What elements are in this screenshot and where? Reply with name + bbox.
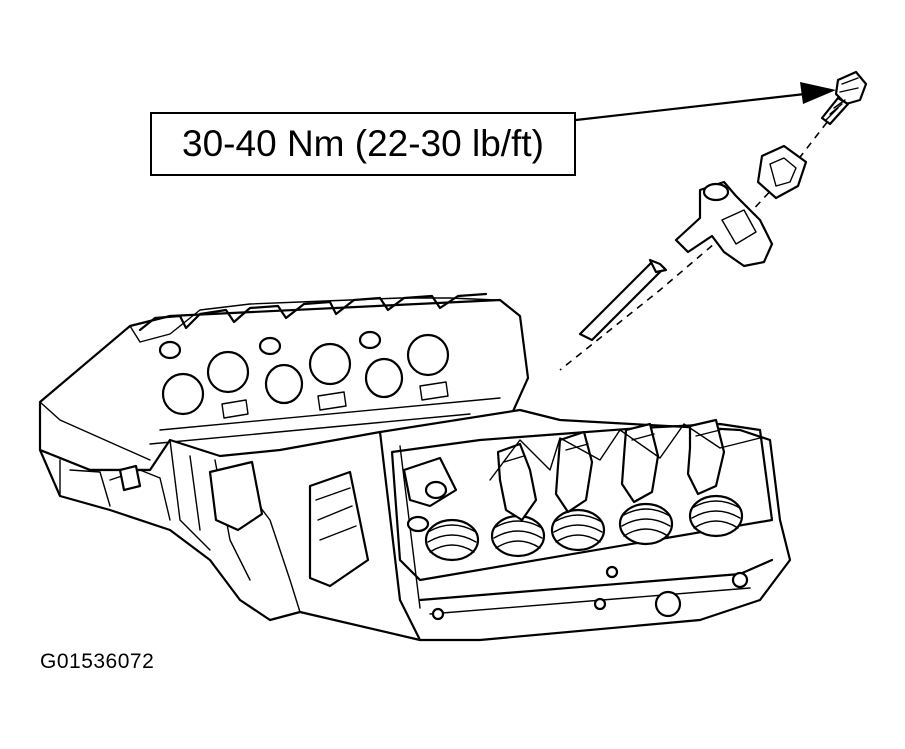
rocker-pivot — [756, 144, 808, 200]
valve-train — [402, 418, 761, 562]
rocker-on-head-4 — [686, 418, 726, 496]
valve-spring-5 — [688, 494, 744, 538]
torque-spec-callout: 30-40 Nm (22-30 lb/ft) — [150, 112, 576, 176]
callout-arrow — [574, 82, 836, 122]
rocker-arm-bolt — [820, 70, 868, 126]
rocker-on-head-2 — [554, 430, 594, 514]
figure-id: G01536072 — [40, 650, 155, 673]
push-rod — [578, 258, 668, 342]
valve-spring-4 — [618, 502, 674, 546]
rocker-on-head-1 — [496, 442, 538, 522]
head-gasket-rail — [390, 422, 774, 582]
valve-spring-1 — [424, 518, 480, 562]
torque-spec-label: 30-40 Nm (22-30 lb/ft) — [182, 123, 544, 164]
rocker-arm — [674, 180, 774, 268]
rocker-on-head-3 — [620, 422, 660, 504]
valve-spring-2 — [490, 514, 546, 558]
valve-spring-3 — [550, 508, 606, 552]
